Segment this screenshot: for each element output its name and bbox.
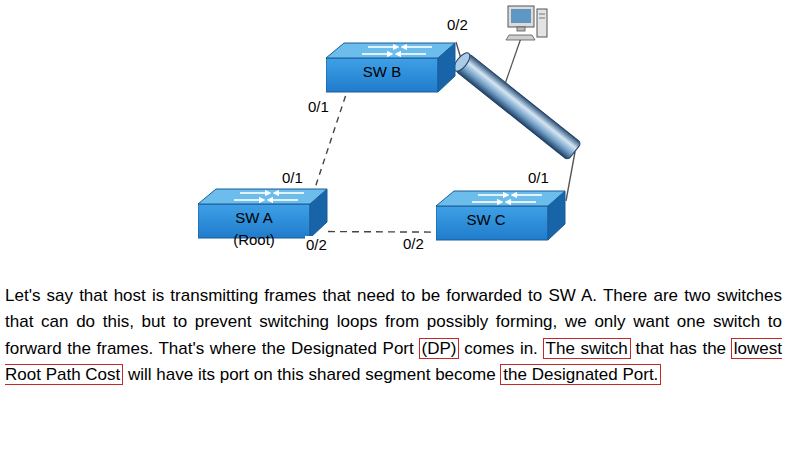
highlighted-phrase: (DP): [419, 338, 460, 359]
host-cable: [505, 38, 521, 84]
paragraph-text: will have its port on this shared segmen…: [128, 365, 496, 384]
port-label: 0/2: [446, 16, 469, 33]
switch-label-box: SW C: [436, 211, 536, 228]
switch-label-box: SW B: [326, 63, 438, 80]
host-pc-icon: [506, 6, 547, 40]
port-label: 0/2: [402, 235, 425, 252]
highlighted-phrase: the Designated Port.: [500, 364, 661, 385]
port-label: 0/2: [305, 236, 328, 253]
switch-node: SW C: [436, 190, 566, 244]
port-label: 0/1: [307, 98, 330, 115]
explanation-paragraph: Let's say that host is transmitting fram…: [5, 283, 782, 388]
switch-name: SW A: [235, 209, 273, 226]
paragraph-text: that has the: [635, 339, 726, 358]
port-label: 0/1: [527, 169, 550, 186]
switch-name: SW B: [363, 63, 401, 80]
dashed-link: [328, 231, 436, 233]
switch-role: (Root): [233, 231, 275, 248]
switch-name: SW C: [466, 211, 505, 228]
switch-label-box: SW A (Root): [198, 209, 310, 248]
shared-segment-tube: [451, 50, 581, 160]
highlighted-phrase: The switch: [543, 338, 631, 359]
paragraph-text: comes in.: [464, 339, 538, 358]
switch-node: SW B: [326, 42, 456, 96]
port-label: 0/1: [281, 169, 304, 186]
